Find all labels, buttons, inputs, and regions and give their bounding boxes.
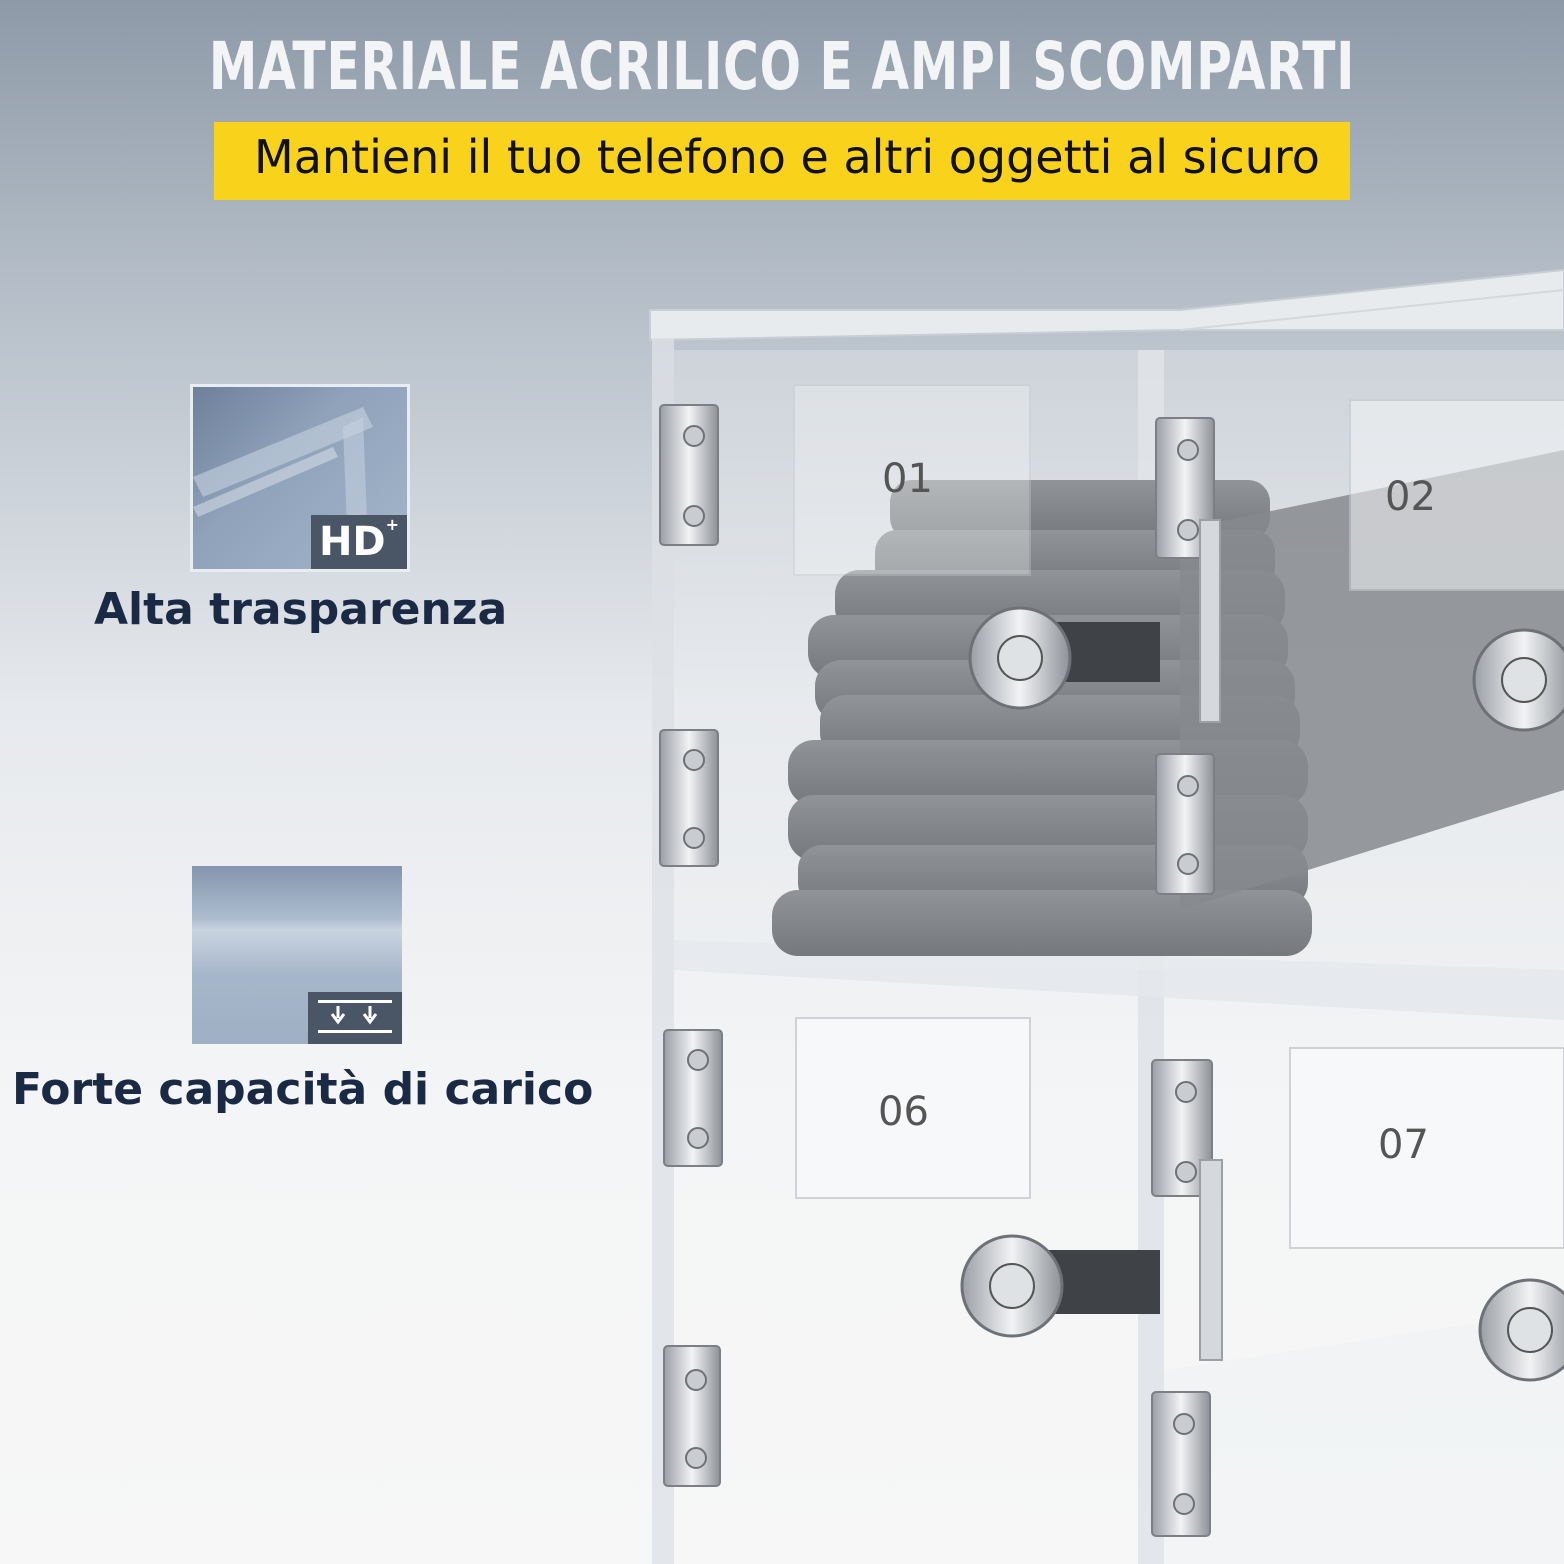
press-down-icon <box>318 1000 392 1033</box>
headline: MATERIALE ACRILICO E AMPI SCOMPARTI <box>208 28 1356 105</box>
lock-icons <box>960 606 1564 1382</box>
compartment-label-07: 07 <box>1378 1122 1429 1168</box>
load-badge <box>308 992 402 1044</box>
feature-label-load: Forte capacità di carico <box>12 1064 594 1115</box>
subtitle-text: Mantieni il tuo telefono e altri oggetti… <box>254 130 1320 184</box>
compartment-label-01: 01 <box>882 456 933 502</box>
hd-badge-text: HD <box>318 519 386 565</box>
compartment-label-06: 06 <box>878 1089 929 1135</box>
hd-transparency-icon: HD+ <box>190 384 410 572</box>
feature-label-transparency: Alta trasparenza <box>94 584 508 635</box>
hd-badge: HD+ <box>311 515 407 569</box>
subtitle-banner: Mantieni il tuo telefono e altri oggetti… <box>214 122 1350 200</box>
load-capacity-icon <box>192 866 402 1044</box>
hd-badge-sup: + <box>385 515 400 534</box>
hinges <box>659 404 1215 1537</box>
acrylic-locker-cabinet: 01 02 06 07 <box>649 268 1564 1564</box>
compartment-label-02: 02 <box>1385 474 1436 520</box>
